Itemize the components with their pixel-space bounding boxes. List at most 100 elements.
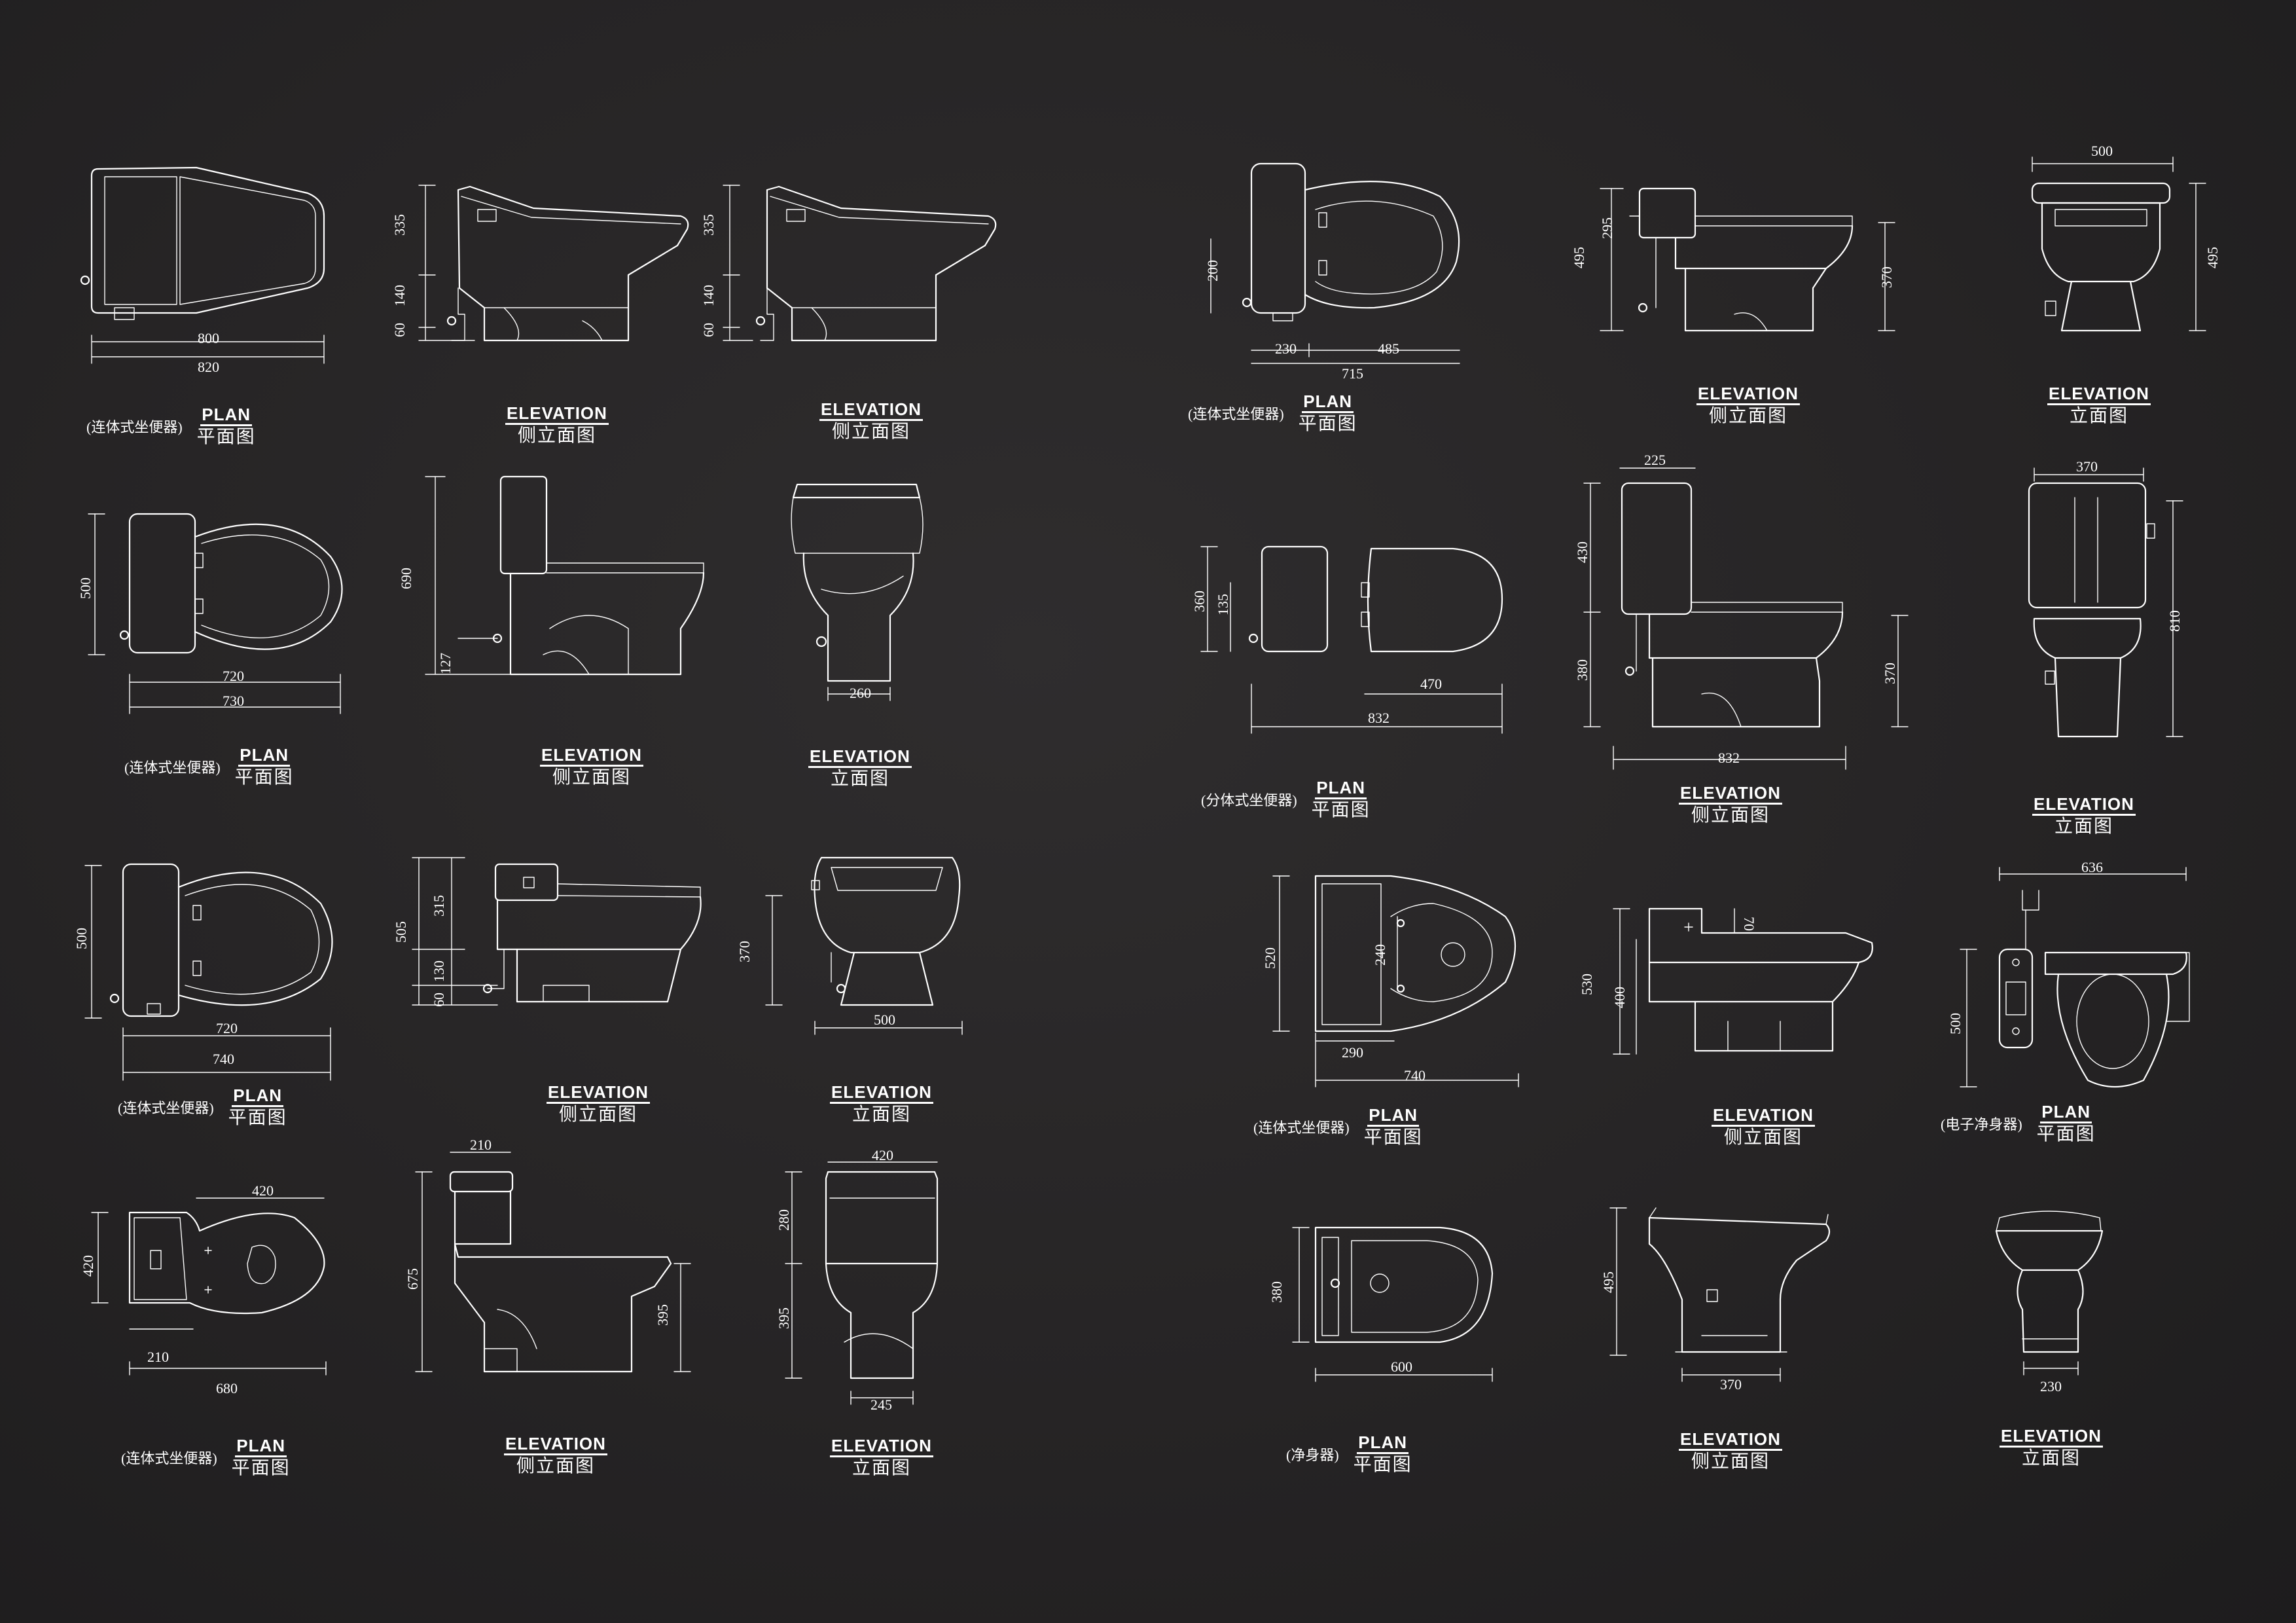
drawing-b9-elevation: 260 (791, 483, 924, 701)
b2-dim-2: 60 (391, 323, 408, 337)
b13-dim-2: 740 (213, 1051, 234, 1067)
b6-dim-1: 495 (2204, 247, 2221, 268)
b2-dim-1: 140 (391, 285, 408, 306)
caption-en: PLAN (235, 1437, 287, 1457)
b4-dim-0: 200 (1204, 260, 1221, 282)
b1-dim-0: 800 (198, 330, 219, 346)
b4-dim-2: 485 (1378, 340, 1399, 357)
b23-dim-1: 370 (1720, 1376, 1742, 1393)
b7-dim-1: 720 (223, 668, 244, 684)
b8-dim-0: 690 (398, 568, 414, 589)
caption-cn: 平面图 (231, 1458, 291, 1478)
caption-cn: 立面图 (2054, 816, 2113, 837)
caption-cn: 立面图 (2021, 1448, 2081, 1468)
caption-prefix: (连体式坐便器) (118, 1100, 214, 1116)
caption-en: ELEVATION (2047, 385, 2151, 405)
b9-dim-0: 260 (850, 685, 871, 701)
caption-cn: 侧立面图 (1691, 1451, 1770, 1472)
caption-prefix: (连体式坐便器) (86, 419, 183, 435)
b11-dim-1: 430 (1574, 541, 1590, 563)
caption-cn: 立面图 (830, 769, 889, 789)
caption-cn: 平面图 (1363, 1127, 1423, 1148)
drawing-b18-plan: 636 500 (1947, 859, 2190, 1088)
b14-dim-1: 315 (431, 895, 447, 917)
caption-cn: 平面图 (228, 1108, 287, 1128)
b16-dim-0: 520 (1262, 947, 1278, 969)
drawing-b14-elevation: 505 315 130 60 (393, 857, 702, 1007)
caption-en: ELEVATION (830, 1437, 933, 1457)
caption-cn: 平面图 (1353, 1455, 1412, 1475)
b11-dim-2: 380 (1574, 659, 1590, 681)
caption-cn: 侧立面图 (1708, 406, 1787, 426)
caption-en: PLAN (1357, 1434, 1409, 1454)
b3-dim-2: 60 (700, 323, 717, 337)
b7-dim-2: 730 (223, 693, 244, 709)
caption-en: ELEVATION (808, 748, 912, 768)
b22-dim-0: 380 (1268, 1281, 1285, 1303)
b21-dim-3: 245 (870, 1396, 892, 1413)
caption-cn: 侧立面图 (552, 767, 631, 788)
b21-dim-2: 395 (776, 1307, 792, 1329)
drawing-b22-plan: 380 600 (1268, 1226, 1494, 1382)
caption-cn: 侧立面图 (831, 422, 910, 442)
caption-en: ELEVATION (540, 746, 643, 767)
caption-en: ELEVATION (547, 1084, 650, 1104)
caption-en: PLAN (200, 406, 253, 426)
b19-dim-3: 680 (216, 1380, 238, 1396)
b4-dim-1: 230 (1275, 340, 1297, 357)
caption-cn: 平面图 (1298, 414, 1357, 434)
caption-prefix: (连体式坐便器) (1188, 406, 1284, 422)
b20-dim-2: 395 (655, 1304, 671, 1326)
drawing-b12-elevation: 370 810 (2028, 458, 2183, 738)
caption-en: PLAN (238, 746, 291, 767)
drawing-b1-plan: 800 820 (80, 166, 325, 375)
b5-dim-2: 370 (1878, 266, 1895, 288)
b8-dim-1: 127 (437, 653, 454, 674)
caption-prefix: (连体式坐便器) (124, 759, 221, 776)
b5-dim-0: 495 (1571, 247, 1587, 268)
drawing-b3-elevation: 335 140 60 (700, 185, 997, 342)
b15-dim-0: 370 (736, 941, 753, 962)
drawing-b17-elevation: 70 530 400 (1579, 907, 1873, 1055)
caption-en: ELEVATION (2000, 1427, 2103, 1448)
b10-dim-2: 470 (1420, 676, 1442, 692)
caption-en: ELEVATION (1679, 1431, 1782, 1451)
b12-dim-1: 810 (2166, 610, 2183, 632)
b17-dim-2: 400 (1611, 987, 1628, 1008)
drawing-b21-elevation: 420 280 395 245 (776, 1147, 939, 1413)
drawing-b19-plan: 420 420 210 680 (80, 1182, 327, 1396)
caption-prefix: (净身器) (1286, 1447, 1339, 1463)
b20-dim-0: 210 (470, 1137, 492, 1153)
caption-en: PLAN (2040, 1103, 2092, 1123)
b15-dim-1: 500 (874, 1012, 895, 1028)
drawing-b16-plan: 520 240 290 740 (1262, 875, 1519, 1087)
b3-dim-1: 140 (700, 285, 717, 306)
caption-cn: 立面图 (852, 1458, 911, 1478)
caption-cn: 立面图 (2069, 406, 2128, 426)
caption-cn: 侧立面图 (517, 426, 596, 446)
caption-cn: 平面图 (196, 427, 256, 447)
b21-dim-1: 280 (776, 1209, 792, 1231)
b11-dim-4: 832 (1718, 750, 1740, 766)
caption-en: ELEVATION (1696, 385, 1800, 405)
b7-dim-0: 500 (77, 577, 94, 599)
b19-dim-1: 420 (80, 1255, 96, 1277)
b11-dim-3: 370 (1882, 663, 1898, 684)
